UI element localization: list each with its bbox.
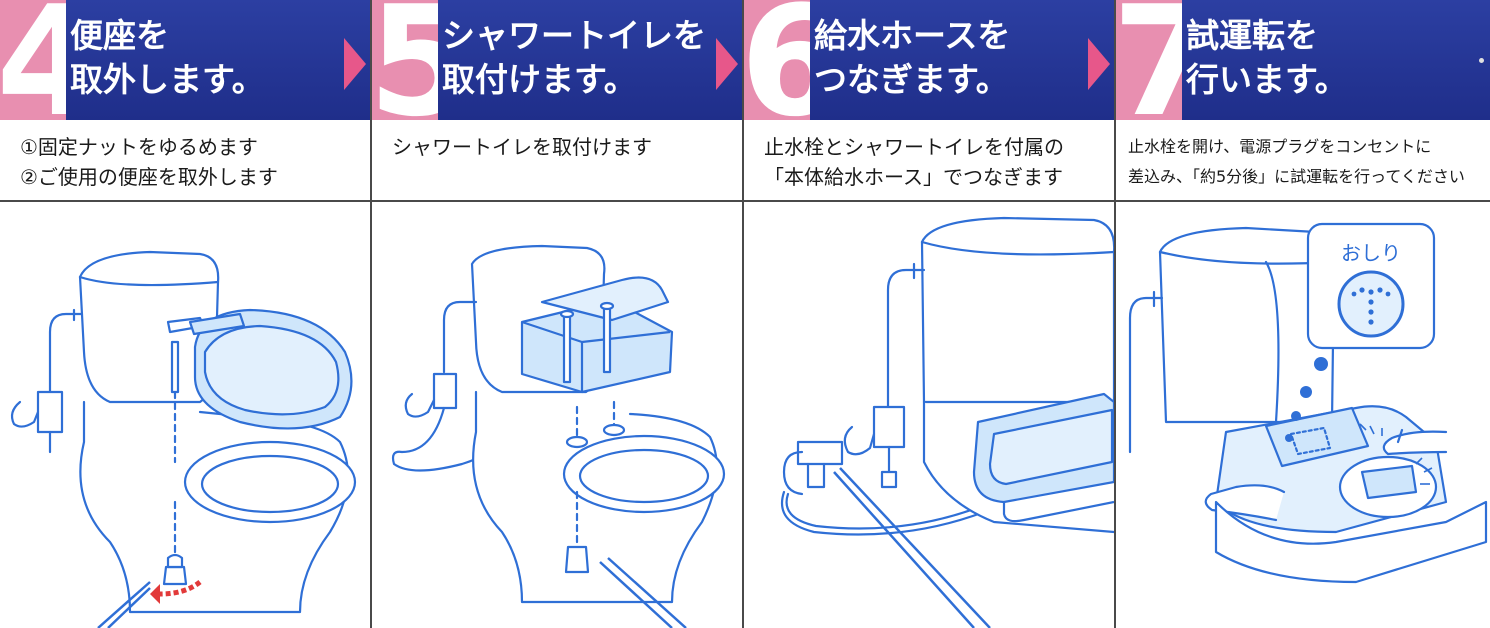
step-panel-5: 5 シャワートイレを 取付けます。 シャワートイレを取付けます	[372, 0, 744, 628]
step-number: 7	[1116, 0, 1182, 120]
step-title-line2: つなぎます。	[814, 60, 1009, 99]
step-illustration	[372, 202, 742, 628]
step-number: 6	[744, 0, 810, 120]
step-desc-line1: ①固定ナットをゆるめます	[20, 135, 258, 159]
step-description: ①固定ナットをゆるめます ②ご使用の便座を取外します	[0, 120, 370, 202]
step-title: シャワートイレを 取付けます。	[442, 14, 706, 102]
step-title-line1: 給水ホースを	[814, 16, 1011, 55]
step-number: 4	[0, 0, 66, 120]
step-illustration	[744, 202, 1114, 628]
hose-connection-illustration	[780, 216, 1114, 628]
step-number: 5	[372, 0, 438, 120]
next-step-arrow-icon	[344, 38, 366, 90]
next-step-arrow-icon	[716, 38, 738, 90]
step-title-line2: 取付けます。	[442, 60, 637, 99]
spray-dots-icon	[1351, 287, 1391, 325]
step-header: 7 試運転を 行います。	[1116, 0, 1490, 120]
step-panel-6: 6 給水ホースを つなぎます。 止水栓とシャワートイレを付属の 「本体給水ホース…	[744, 0, 1116, 628]
edge-mark	[1479, 58, 1484, 63]
step-header: 6 給水ホースを つなぎます。	[744, 0, 1114, 120]
step-desc-line2: 「本体給水ホース」でつなぎます	[764, 165, 1063, 189]
callout-label: おしり	[1341, 241, 1401, 265]
step-description: 止水栓とシャワートイレを付属の 「本体給水ホース」でつなぎます	[744, 120, 1114, 202]
step-header: 4 便座を 取外します。	[0, 0, 370, 120]
next-step-arrow-icon	[1088, 38, 1110, 90]
step-illustration	[0, 202, 370, 628]
test-run-illustration: おしり	[1128, 222, 1488, 584]
step-title-line2: 取外します。	[70, 60, 265, 99]
step-desc-line1: シャワートイレを取付けます	[392, 135, 652, 159]
step-panel-4: 4 便座を 取外します。 ①固定ナットをゆるめます ②ご使用の便座を取外します	[0, 0, 372, 628]
step-description: シャワートイレを取付けます	[372, 120, 742, 202]
step-title-line1: シャワートイレを	[442, 16, 706, 55]
toilet-remove-seat-illustration	[10, 250, 357, 628]
step-number-block: 7	[1116, 0, 1182, 120]
step-desc-line1: 止水栓を開け、電源プラグをコンセントに	[1128, 137, 1432, 156]
step-header: 5 シャワートイレを 取付けます。	[372, 0, 742, 120]
step-number-block: 4	[0, 0, 66, 120]
step-panel-7: 7 試運転を 行います。 止水栓を開け、電源プラグをコンセントに 差込み、「約5…	[1116, 0, 1490, 628]
step-title: 便座を 取外します。	[70, 14, 265, 102]
step-desc-line1: 止水栓とシャワートイレを付属の	[764, 135, 1064, 159]
step-desc-line2: ②ご使用の便座を取外します	[20, 165, 278, 189]
step-description: 止水栓を開け、電源プラグをコンセントに 差込み、「約5分後」に試運転を行ってくだ…	[1116, 120, 1490, 202]
step-illustration: おしり	[1116, 202, 1490, 628]
step-title: 試運転を 行います。	[1186, 14, 1348, 102]
toilet-install-seat-illustration	[391, 244, 726, 628]
step-title-line2: 行います。	[1186, 60, 1348, 99]
step-desc-line2: 差込み、「約5分後」に試運転を行ってください	[1128, 167, 1465, 186]
step-title: 給水ホースを つなぎます。	[814, 14, 1010, 102]
step-title-line1: 試運転を	[1186, 16, 1318, 55]
step-title-line1: 便座を	[70, 16, 169, 55]
step-number-block: 6	[744, 0, 810, 120]
step-number-block: 5	[372, 0, 438, 120]
